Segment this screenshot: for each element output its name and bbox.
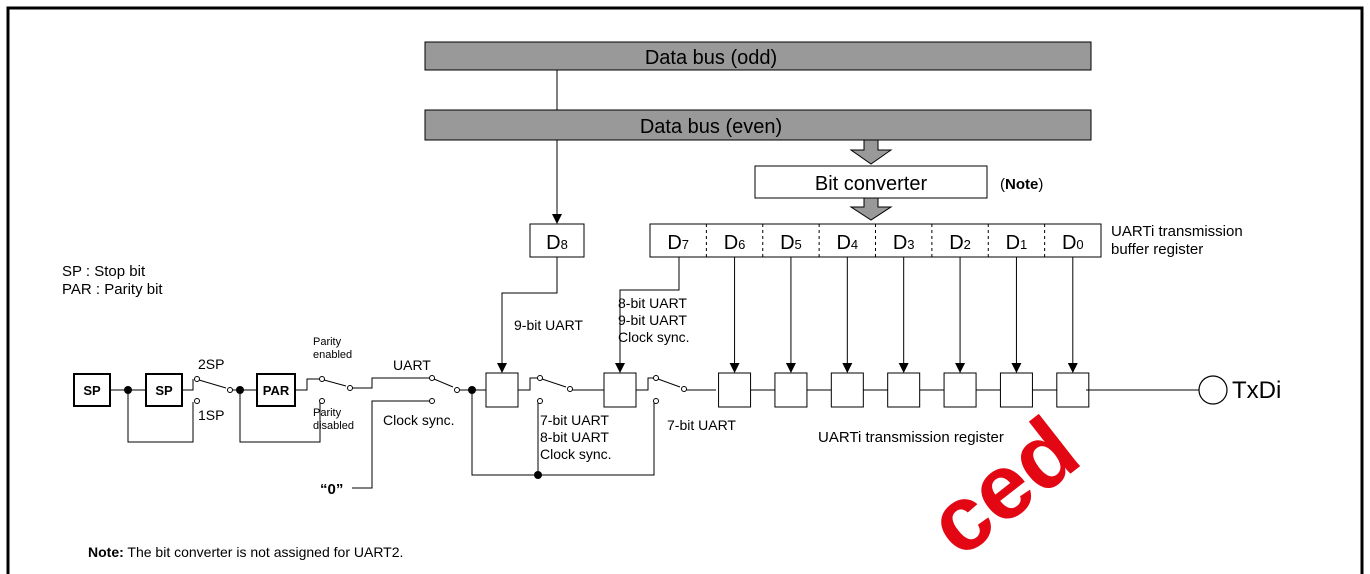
data-bus-even-label: Data bus (even) — [640, 116, 782, 138]
label-mid-upper-3: Clock sync. — [618, 329, 690, 345]
par-block — [256, 373, 296, 407]
transmit-cell — [887, 372, 921, 408]
transmit-cell — [718, 372, 752, 408]
buffer-cell-label: D4 — [836, 232, 858, 254]
label-mid-lower-2: 8-bit UART — [540, 429, 609, 445]
transmission-register-chain — [718, 257, 1090, 408]
wire — [518, 377, 538, 391]
switch-pivot-sp — [227, 387, 233, 393]
wire — [352, 377, 430, 389]
sp-block-2 — [145, 373, 183, 407]
switch-contact-mid-lower — [537, 398, 543, 404]
bit-converter-note: (Note) — [1000, 176, 1043, 193]
data-bus-odd-label: Data bus (odd) — [645, 47, 777, 69]
svg-text:ced: ced — [910, 398, 1098, 574]
buffer-cell-label: D0 — [1062, 232, 1084, 254]
bit-converter-label: Bit converter — [815, 173, 928, 195]
data-bus-even — [424, 109, 1092, 141]
converter-to-buffer-arrow — [849, 197, 893, 221]
label-clock-sync: Clock sync. — [383, 412, 455, 428]
sp-block-1-label: SP — [83, 383, 101, 398]
transmission-register-label: UARTi transmission register — [818, 429, 1004, 446]
switch-lever-sp — [198, 379, 227, 389]
transmit-cell — [999, 372, 1033, 408]
wire-bypass-bus — [471, 390, 655, 476]
switch-lever-uart — [433, 378, 454, 388]
bus-to-converter-arrow — [849, 139, 893, 165]
d7-to-cell-arrow — [615, 257, 680, 373]
wire — [295, 378, 320, 391]
wire-1sp-bypass — [127, 390, 194, 443]
buffer-cell-label: D3 — [893, 232, 915, 254]
buffer-cell-label: D7 — [667, 232, 689, 254]
footnote: Note: The bit converter is not assigned … — [88, 544, 403, 560]
switch-contact-mid-upper — [537, 375, 543, 381]
label-parity-disabled-2: disabled — [313, 420, 354, 432]
d8-register — [529, 223, 585, 258]
label-7bit-uart: 7-bit UART — [667, 417, 736, 433]
transmit-cell-d8 — [485, 372, 519, 408]
switch-contact-right-upper — [653, 375, 659, 381]
par-block-label: PAR — [263, 383, 290, 398]
label-parity-enabled-2: enabled — [313, 349, 352, 361]
data-bus-odd — [424, 41, 1092, 71]
label-mid-upper-2: 9-bit UART — [618, 312, 687, 328]
transmit-cell-d7 — [603, 372, 637, 408]
switch-contact-right-lower — [653, 398, 659, 404]
watermark: ced — [910, 398, 1098, 574]
d8-to-cell-arrow — [497, 257, 558, 373]
label-zero: “0” — [320, 481, 343, 498]
transmit-cell — [830, 372, 864, 408]
txd-pin — [1198, 375, 1228, 405]
switch-contact-2sp — [194, 376, 200, 382]
d8-label: D8 — [546, 232, 568, 254]
switch-lever-parity — [323, 379, 347, 387]
label-1sp: 1SP — [198, 407, 224, 423]
switch-pivot-right — [681, 386, 687, 392]
legend-sp: SP : Stop bit — [62, 263, 146, 280]
buffer-cell-label: D1 — [1006, 232, 1028, 254]
label-mid-lower-3: Clock sync. — [540, 446, 612, 462]
switch-contact-clock-sync — [429, 398, 435, 404]
switch-pivot-mid — [567, 386, 573, 392]
wire — [636, 377, 654, 391]
switch-contact-parity-disabled — [319, 398, 325, 404]
wire-zero-input — [352, 400, 430, 489]
switch-contact-parity-enabled — [319, 376, 325, 382]
transmit-cell — [1056, 372, 1090, 408]
switch-lever-mid — [541, 378, 567, 388]
buffer-label-line1: UARTi transmission — [1111, 223, 1243, 240]
transmission-buffer-register: D7 D6 D5 D4 D3 D2 D1 D0 — [649, 223, 1102, 258]
switch-contact-1sp — [194, 398, 200, 404]
label-2sp: 2SP — [198, 356, 224, 372]
switch-pivot-parity — [347, 385, 353, 391]
transmit-cell — [774, 372, 808, 408]
wire-parity-bypass — [239, 390, 321, 443]
txd-label: TxDi — [1232, 377, 1281, 404]
label-mid-upper-1: 8-bit UART — [618, 295, 687, 311]
switch-contact-uart — [429, 375, 435, 381]
label-uart: UART — [393, 357, 431, 373]
label-mid-lower-1: 7-bit UART — [540, 412, 609, 428]
frame — [6, 6, 1364, 574]
buffer-outline — [649, 223, 1102, 258]
buffer-cell-label: D2 — [949, 232, 971, 254]
wire — [182, 379, 194, 391]
switch-lever-right — [657, 378, 681, 388]
switch-pivot-uart — [454, 387, 460, 393]
legend-par: PAR : Parity bit — [62, 281, 163, 298]
label-parity-disabled-1: Parity — [313, 407, 342, 419]
buffer-cell-label: D5 — [780, 232, 802, 254]
label-parity-enabled-1: Parity — [313, 336, 342, 348]
sp-block-2-label: SP — [155, 383, 173, 398]
transmit-cell — [943, 372, 977, 408]
buffer-label-line2: buffer register — [1111, 241, 1203, 258]
buffer-cell-label: D6 — [724, 232, 746, 254]
label-9bit-uart: 9-bit UART — [514, 317, 583, 333]
